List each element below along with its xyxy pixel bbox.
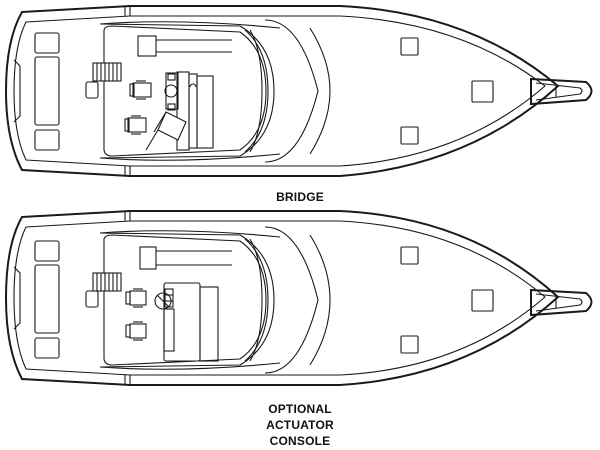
chair-icon	[124, 115, 147, 135]
label-line: OPTIONAL	[268, 402, 332, 416]
label-line: BRIDGE	[276, 190, 324, 204]
chair-icon	[129, 80, 152, 100]
actuator-console-label: OPTIONAL ACTUATOR CONSOLE	[0, 401, 600, 449]
boat-top-view-icon	[4, 210, 593, 386]
chair-icon	[125, 321, 147, 341]
bridge-label: BRIDGE	[0, 189, 600, 205]
label-line: ACTUATOR	[266, 418, 334, 432]
bridge-deck-plan	[0, 0, 600, 185]
label-line: CONSOLE	[269, 434, 331, 448]
actuator-console-deck-plan	[0, 205, 600, 395]
chair-icon	[125, 288, 147, 308]
boat-top-view-icon	[4, 5, 593, 177]
